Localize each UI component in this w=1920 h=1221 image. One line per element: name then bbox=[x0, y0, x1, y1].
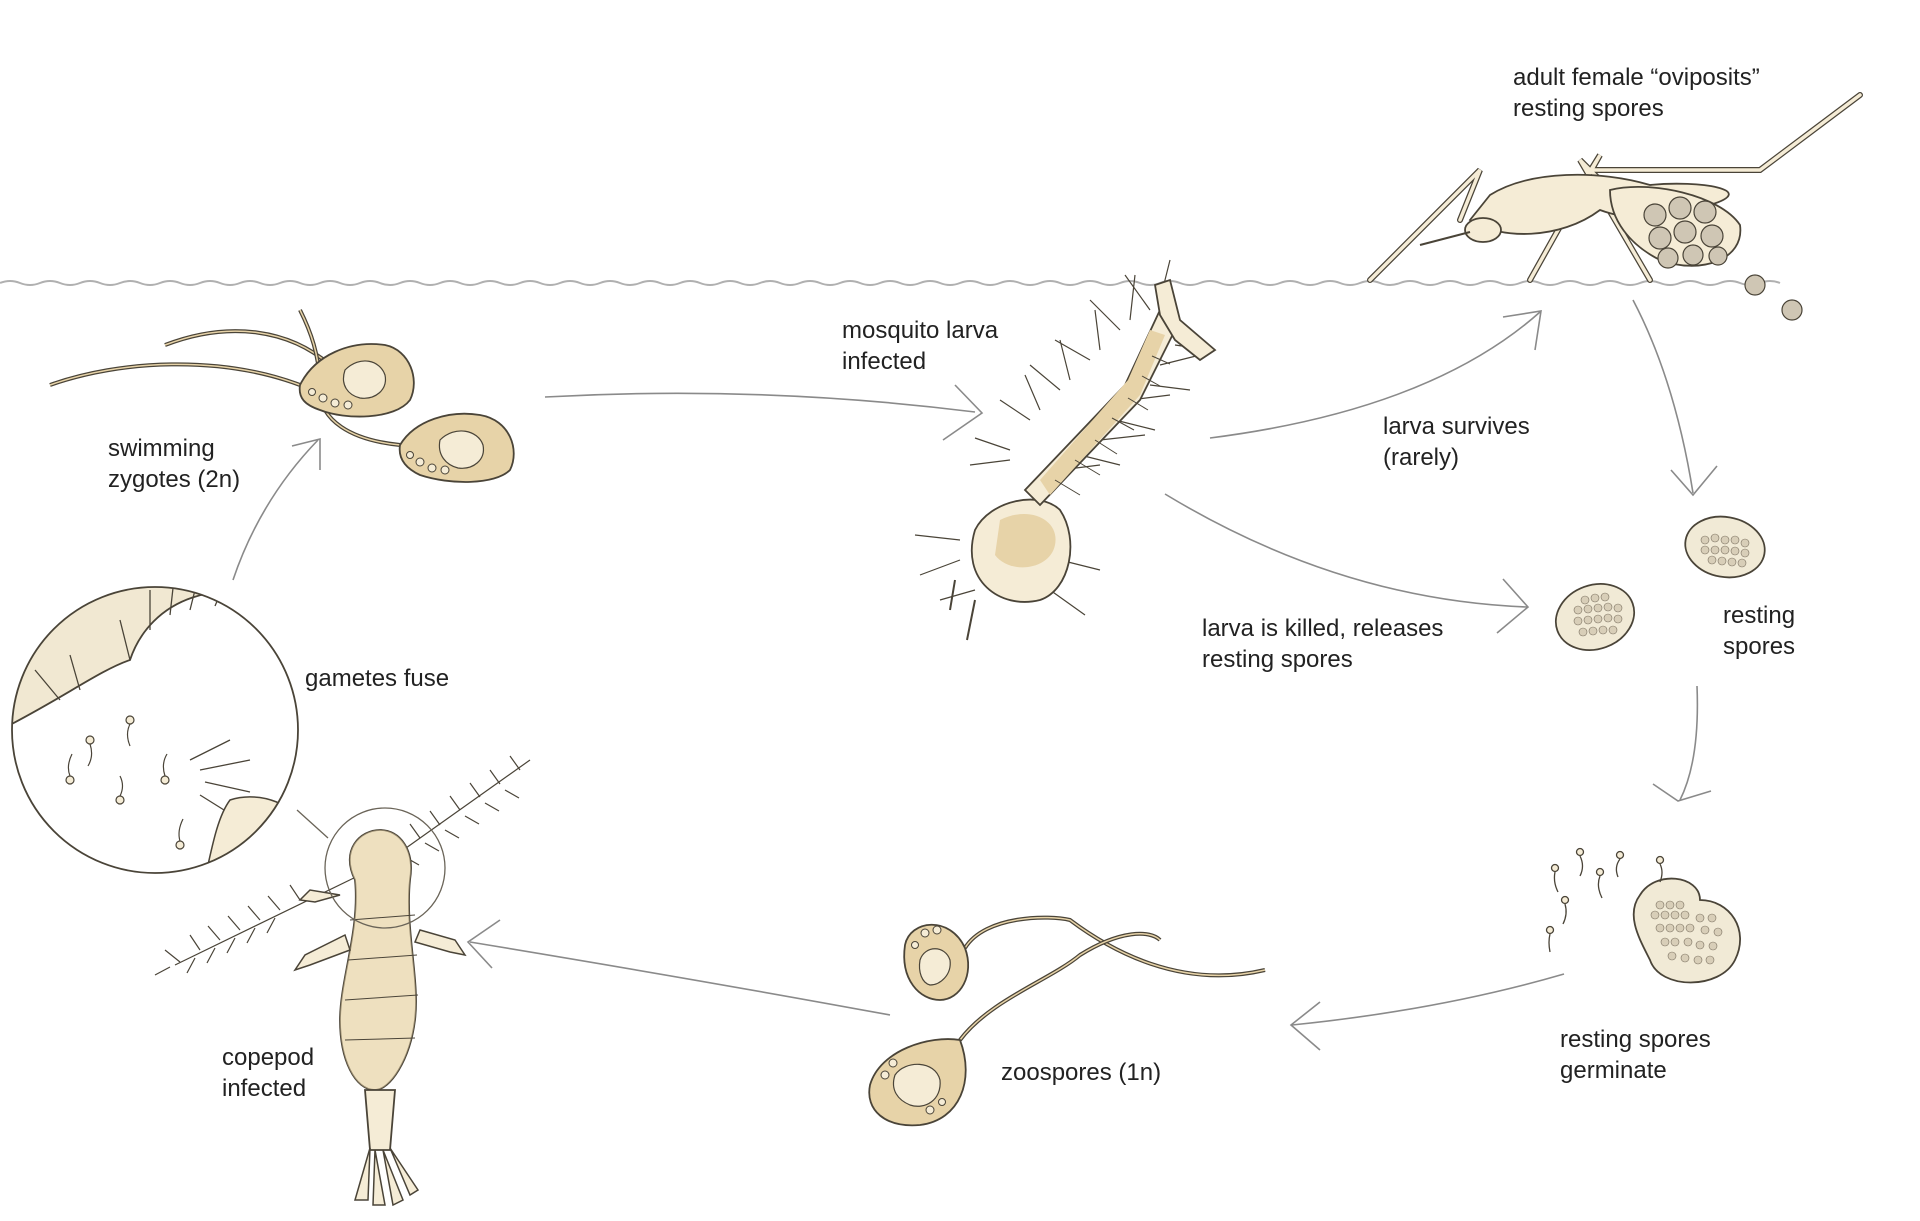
label-larva-killed: larva is killed, releases resting spores bbox=[1202, 615, 1444, 673]
gamete-magnifier-icon bbox=[11, 586, 299, 874]
arrow-larva-to-spores bbox=[1164, 493, 1530, 634]
label-resting-spores: resting spores bbox=[1723, 602, 1796, 660]
arrow-zygotes-to-larva bbox=[544, 384, 984, 441]
label-gametes-fuse: gametes fuse bbox=[305, 665, 450, 692]
arrow-copepod-to-zygotes bbox=[232, 437, 321, 581]
arrow-larva-to-adult bbox=[1209, 310, 1542, 439]
arrow-spores-to-germinate bbox=[1652, 685, 1712, 802]
arrow-zoospores-to-copepod bbox=[466, 919, 891, 1016]
label-adult-female: adult female “oviposits” resting spores bbox=[1513, 64, 1760, 122]
arrow-germinate-to-zoospores bbox=[1289, 973, 1565, 1051]
label-larva-survives: larva survives (rarely) bbox=[1383, 413, 1530, 471]
germinating-spore-icon bbox=[1545, 847, 1741, 984]
label-mosquito-larva: mosquito larva infected bbox=[842, 317, 999, 375]
zygote-icon bbox=[49, 309, 515, 483]
mosquito-larva-icon bbox=[914, 259, 1217, 641]
label-resting-spores-germinate: resting spores germinate bbox=[1560, 1026, 1711, 1084]
mosquito-adult-icon bbox=[1367, 92, 1863, 321]
copepod-icon bbox=[154, 755, 531, 1207]
resting-spore-icon bbox=[1554, 515, 1766, 651]
label-zoospores: zoospores (1n) bbox=[1001, 1059, 1162, 1086]
label-copepod-infected: copepod infected bbox=[222, 1044, 315, 1102]
label-swimming-zygotes: swimming zygotes (2n) bbox=[108, 435, 241, 493]
zoospore-icon bbox=[868, 915, 1266, 1127]
water-surface-line bbox=[0, 280, 1781, 286]
arrow-adult-to-spores bbox=[1632, 299, 1718, 497]
